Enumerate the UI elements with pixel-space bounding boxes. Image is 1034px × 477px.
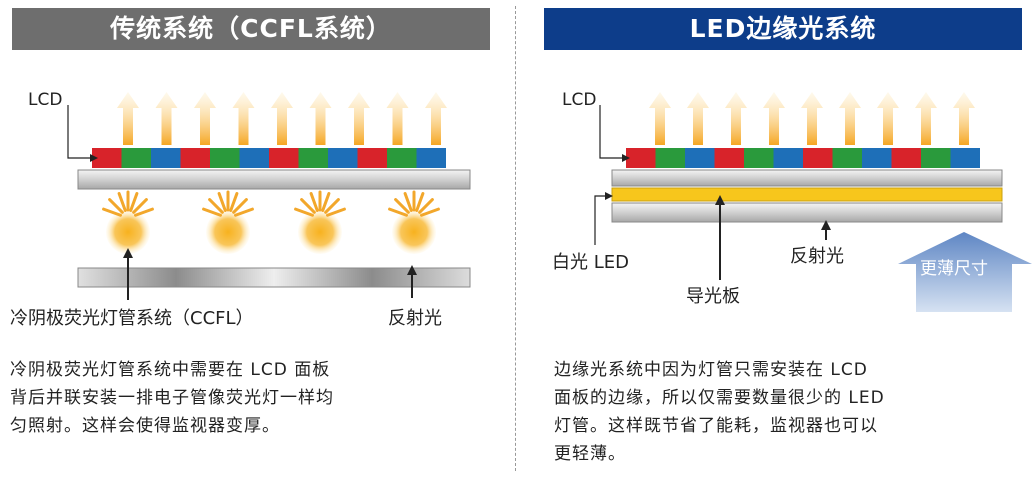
lcd-subpixel [239,148,269,168]
ccfl-lamp [294,190,346,254]
left-ccfl-lamps [102,190,440,254]
right-lcd-pointer [599,105,622,159]
left-reflector-plate [77,267,471,288]
right-description: 边缘光系统中因为灯管只需安装在 LCD 面板的边缘，所以仅需要数量很少的 LED… [554,356,994,468]
right-led-pointer [594,195,605,245]
left-panel-title: 传统系统（CCFL系统） [12,8,490,50]
lcd-subpixel [298,148,328,168]
left-description: 冷阴极荧光灯管系统中需要在 LCD 面板 背后并联安装一排电子管像荧光灯一样均 … [10,356,450,440]
light-arrow [687,92,709,145]
right-desc-line: 灯管。这样既节省了能耗，监视器也可以 [554,416,878,436]
light-arrow [877,92,899,145]
lcd-subpixel [328,148,358,168]
lcd-subpixel [210,148,240,168]
light-arrow [117,92,139,145]
right-lcd-pixel-strip [626,148,980,168]
light-arrow [953,92,975,145]
light-arrow [271,92,293,145]
lcd-subpixel [832,148,862,168]
lcd-subpixel [626,148,656,168]
panel-divider [515,6,516,471]
lcd-subpixel [862,148,892,168]
light-arrow [649,92,671,145]
light-arrow [801,92,823,145]
light-arrow [386,92,409,145]
right-desc-line: 面板的边缘，所以仅需要数量很少的 LED [554,388,885,408]
lcd-subpixel [416,148,446,168]
lcd-subpixel [151,148,181,168]
ccfl-lamp [388,190,440,254]
right-lcd-label: LCD [562,90,597,110]
light-arrow [839,92,861,145]
right-desc-line: 更轻薄。 [554,444,626,464]
lcd-subpixel [950,148,980,168]
lcd-subpixel [180,148,210,168]
light-arrow [309,92,332,145]
right-light-arrows [649,92,975,145]
lcd-subpixel [357,148,387,168]
light-arrow [915,92,937,145]
left-desc-line: 匀照射。这样会使得监视器变厚。 [10,416,280,436]
right-desc-line: 边缘光系统中因为灯管只需安装在 LCD [554,360,868,380]
right-reflect-label: 反射光 [790,246,844,267]
lcd-subpixel [655,148,685,168]
light-arrow [232,92,255,145]
left-desc-line: 冷阴极荧光灯管系统中需要在 LCD 面板 [10,360,331,380]
right-light-guide-plate [611,187,1003,202]
ccfl-lamp [202,190,254,254]
light-arrow [763,92,785,145]
left-diffuser-plate [77,169,471,190]
lcd-subpixel [121,148,151,168]
right-panel-title: LED边缘光系统 [544,8,1022,50]
lcd-subpixel [773,148,803,168]
light-arrow [194,92,216,145]
light-arrow [348,92,370,145]
lcd-subpixel [387,148,417,168]
right-diffuser-plate [611,169,1003,187]
ccfl-lamp [102,190,154,254]
thinner-size-arrow [898,232,1032,312]
lcd-subpixel [891,148,921,168]
light-arrow [725,92,747,145]
thinner-size-label: 更薄尺寸 [920,259,988,279]
right-reflector-plate [611,202,1003,223]
left-light-arrows [117,92,447,145]
left-reflect-label: 反射光 [388,308,442,329]
lcd-subpixel [803,148,833,168]
lcd-subpixel [269,148,299,168]
lcd-subpixel [921,148,951,168]
left-desc-line: 背后并联安装一排电子管像荧光灯一样均 [10,388,334,408]
light-arrow [425,92,447,145]
lcd-subpixel [685,148,715,168]
right-white-led-label: 白光 LED [552,252,629,273]
left-ccfl-label: 冷阴极荧光灯管系统（CCFL） [10,308,254,329]
lcd-subpixel [92,148,122,168]
left-lcd-pixel-strip [92,148,446,168]
light-arrow [155,92,178,145]
right-light-guide-label: 导光板 [686,286,740,307]
left-lcd-label: LCD [28,90,63,110]
lcd-subpixel [744,148,774,168]
lcd-subpixel [714,148,744,168]
left-lcd-pointer [67,105,90,159]
